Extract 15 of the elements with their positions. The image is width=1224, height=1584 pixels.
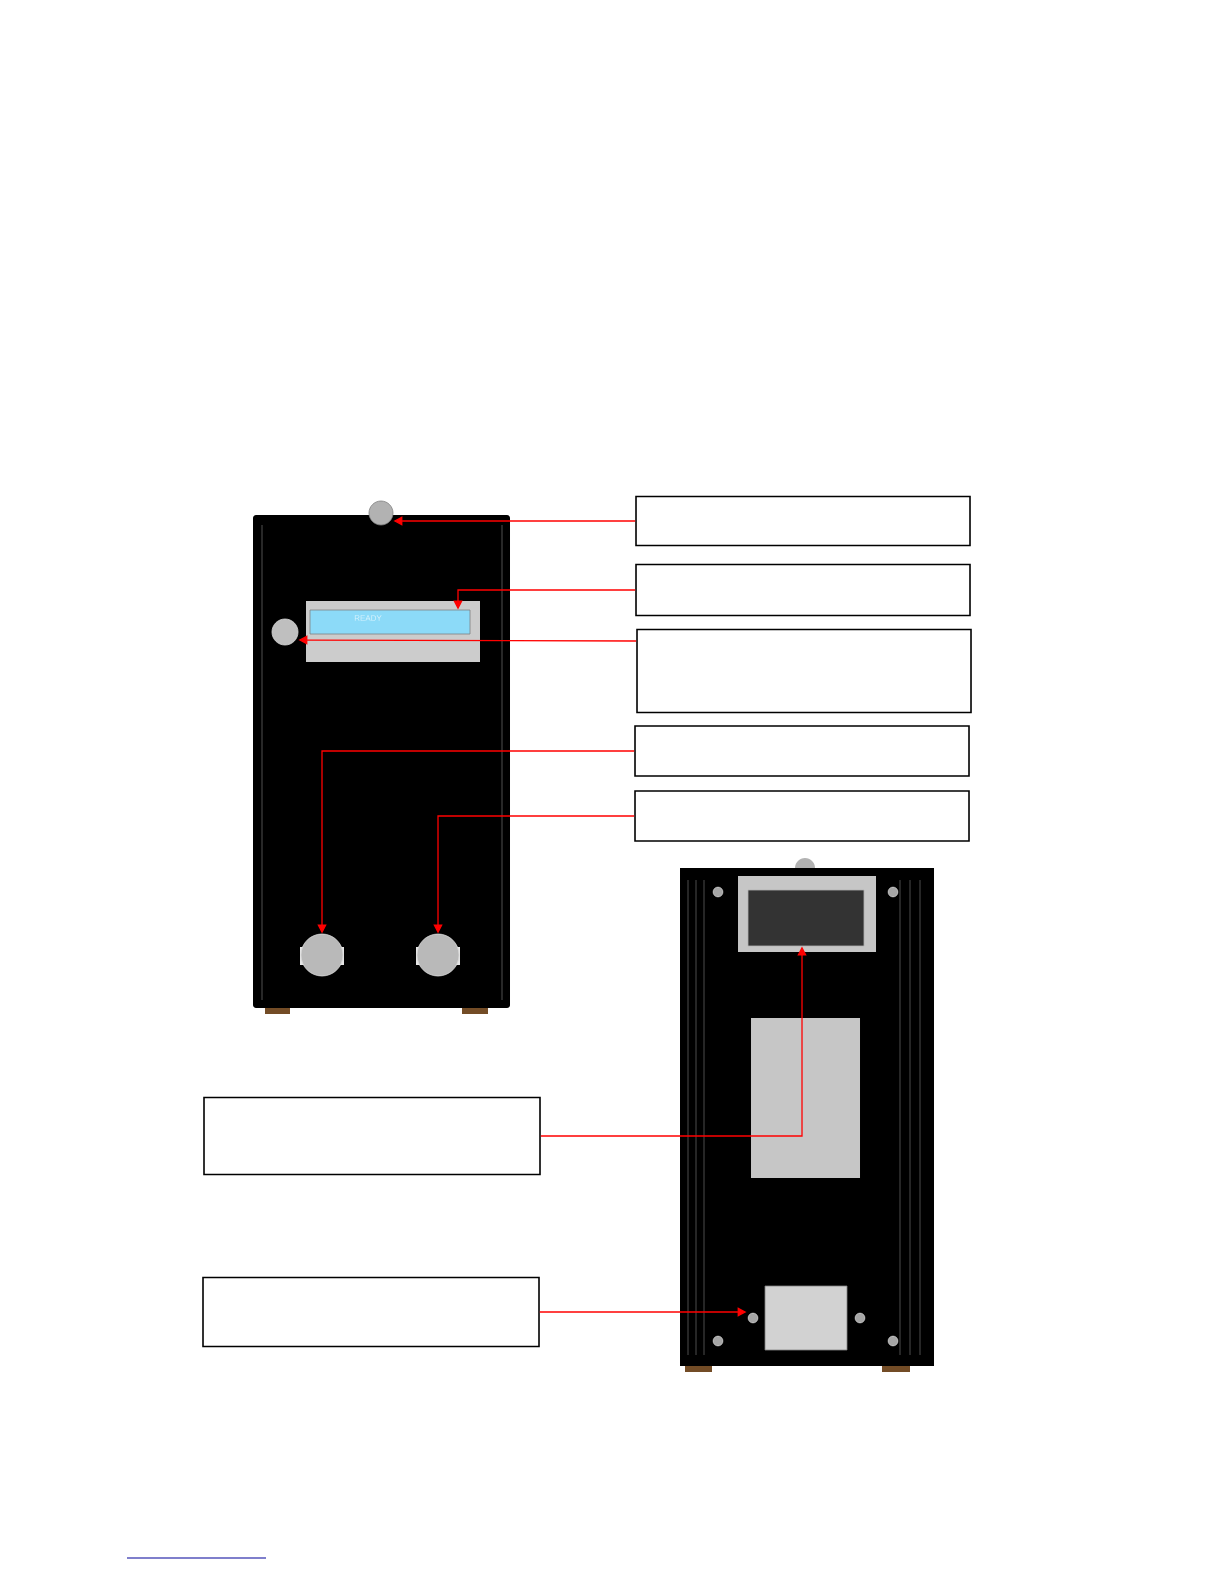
display-screen — [309, 609, 471, 635]
connector — [416, 933, 460, 977]
window — [747, 889, 865, 947]
button — [368, 500, 394, 526]
callout-box — [635, 495, 971, 547]
connector — [300, 933, 344, 977]
callout-box — [203, 1096, 541, 1176]
callout-box — [636, 628, 972, 714]
callout-box — [202, 1276, 540, 1348]
power-socket — [764, 1285, 848, 1351]
screen-text: READY — [354, 615, 382, 621]
callout-box — [634, 790, 970, 842]
button — [271, 618, 299, 646]
callout-box — [634, 725, 970, 777]
callout-box — [635, 563, 971, 617]
